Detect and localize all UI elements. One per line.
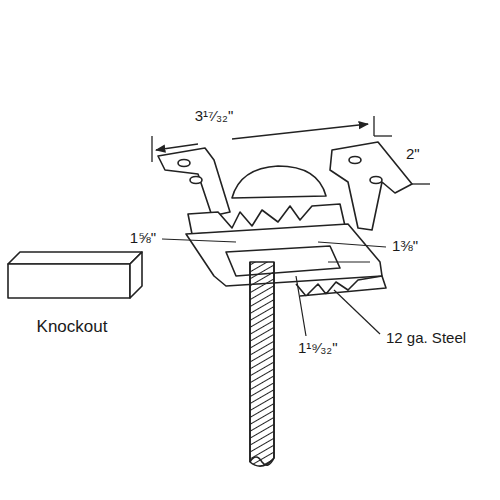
part-label: Knockout xyxy=(35,318,110,337)
dimension-label: 3¹⁷⁄₃₂" xyxy=(193,108,236,125)
threaded-rod xyxy=(250,262,274,466)
notched-edge xyxy=(296,276,386,296)
dimension-label: 1⅝" xyxy=(128,230,158,247)
material-label: 12 ga. Steel xyxy=(384,330,468,347)
saddle-dome xyxy=(232,166,326,198)
base-plate xyxy=(186,224,382,286)
dimension-label: 2" xyxy=(404,146,422,163)
dimension-label: 1¹⁹⁄₃₂" xyxy=(296,340,340,357)
dimension-label: 1⅜" xyxy=(390,238,420,255)
left-ear xyxy=(158,148,230,216)
knockout-bar xyxy=(8,252,142,298)
leader-lines xyxy=(162,239,386,336)
